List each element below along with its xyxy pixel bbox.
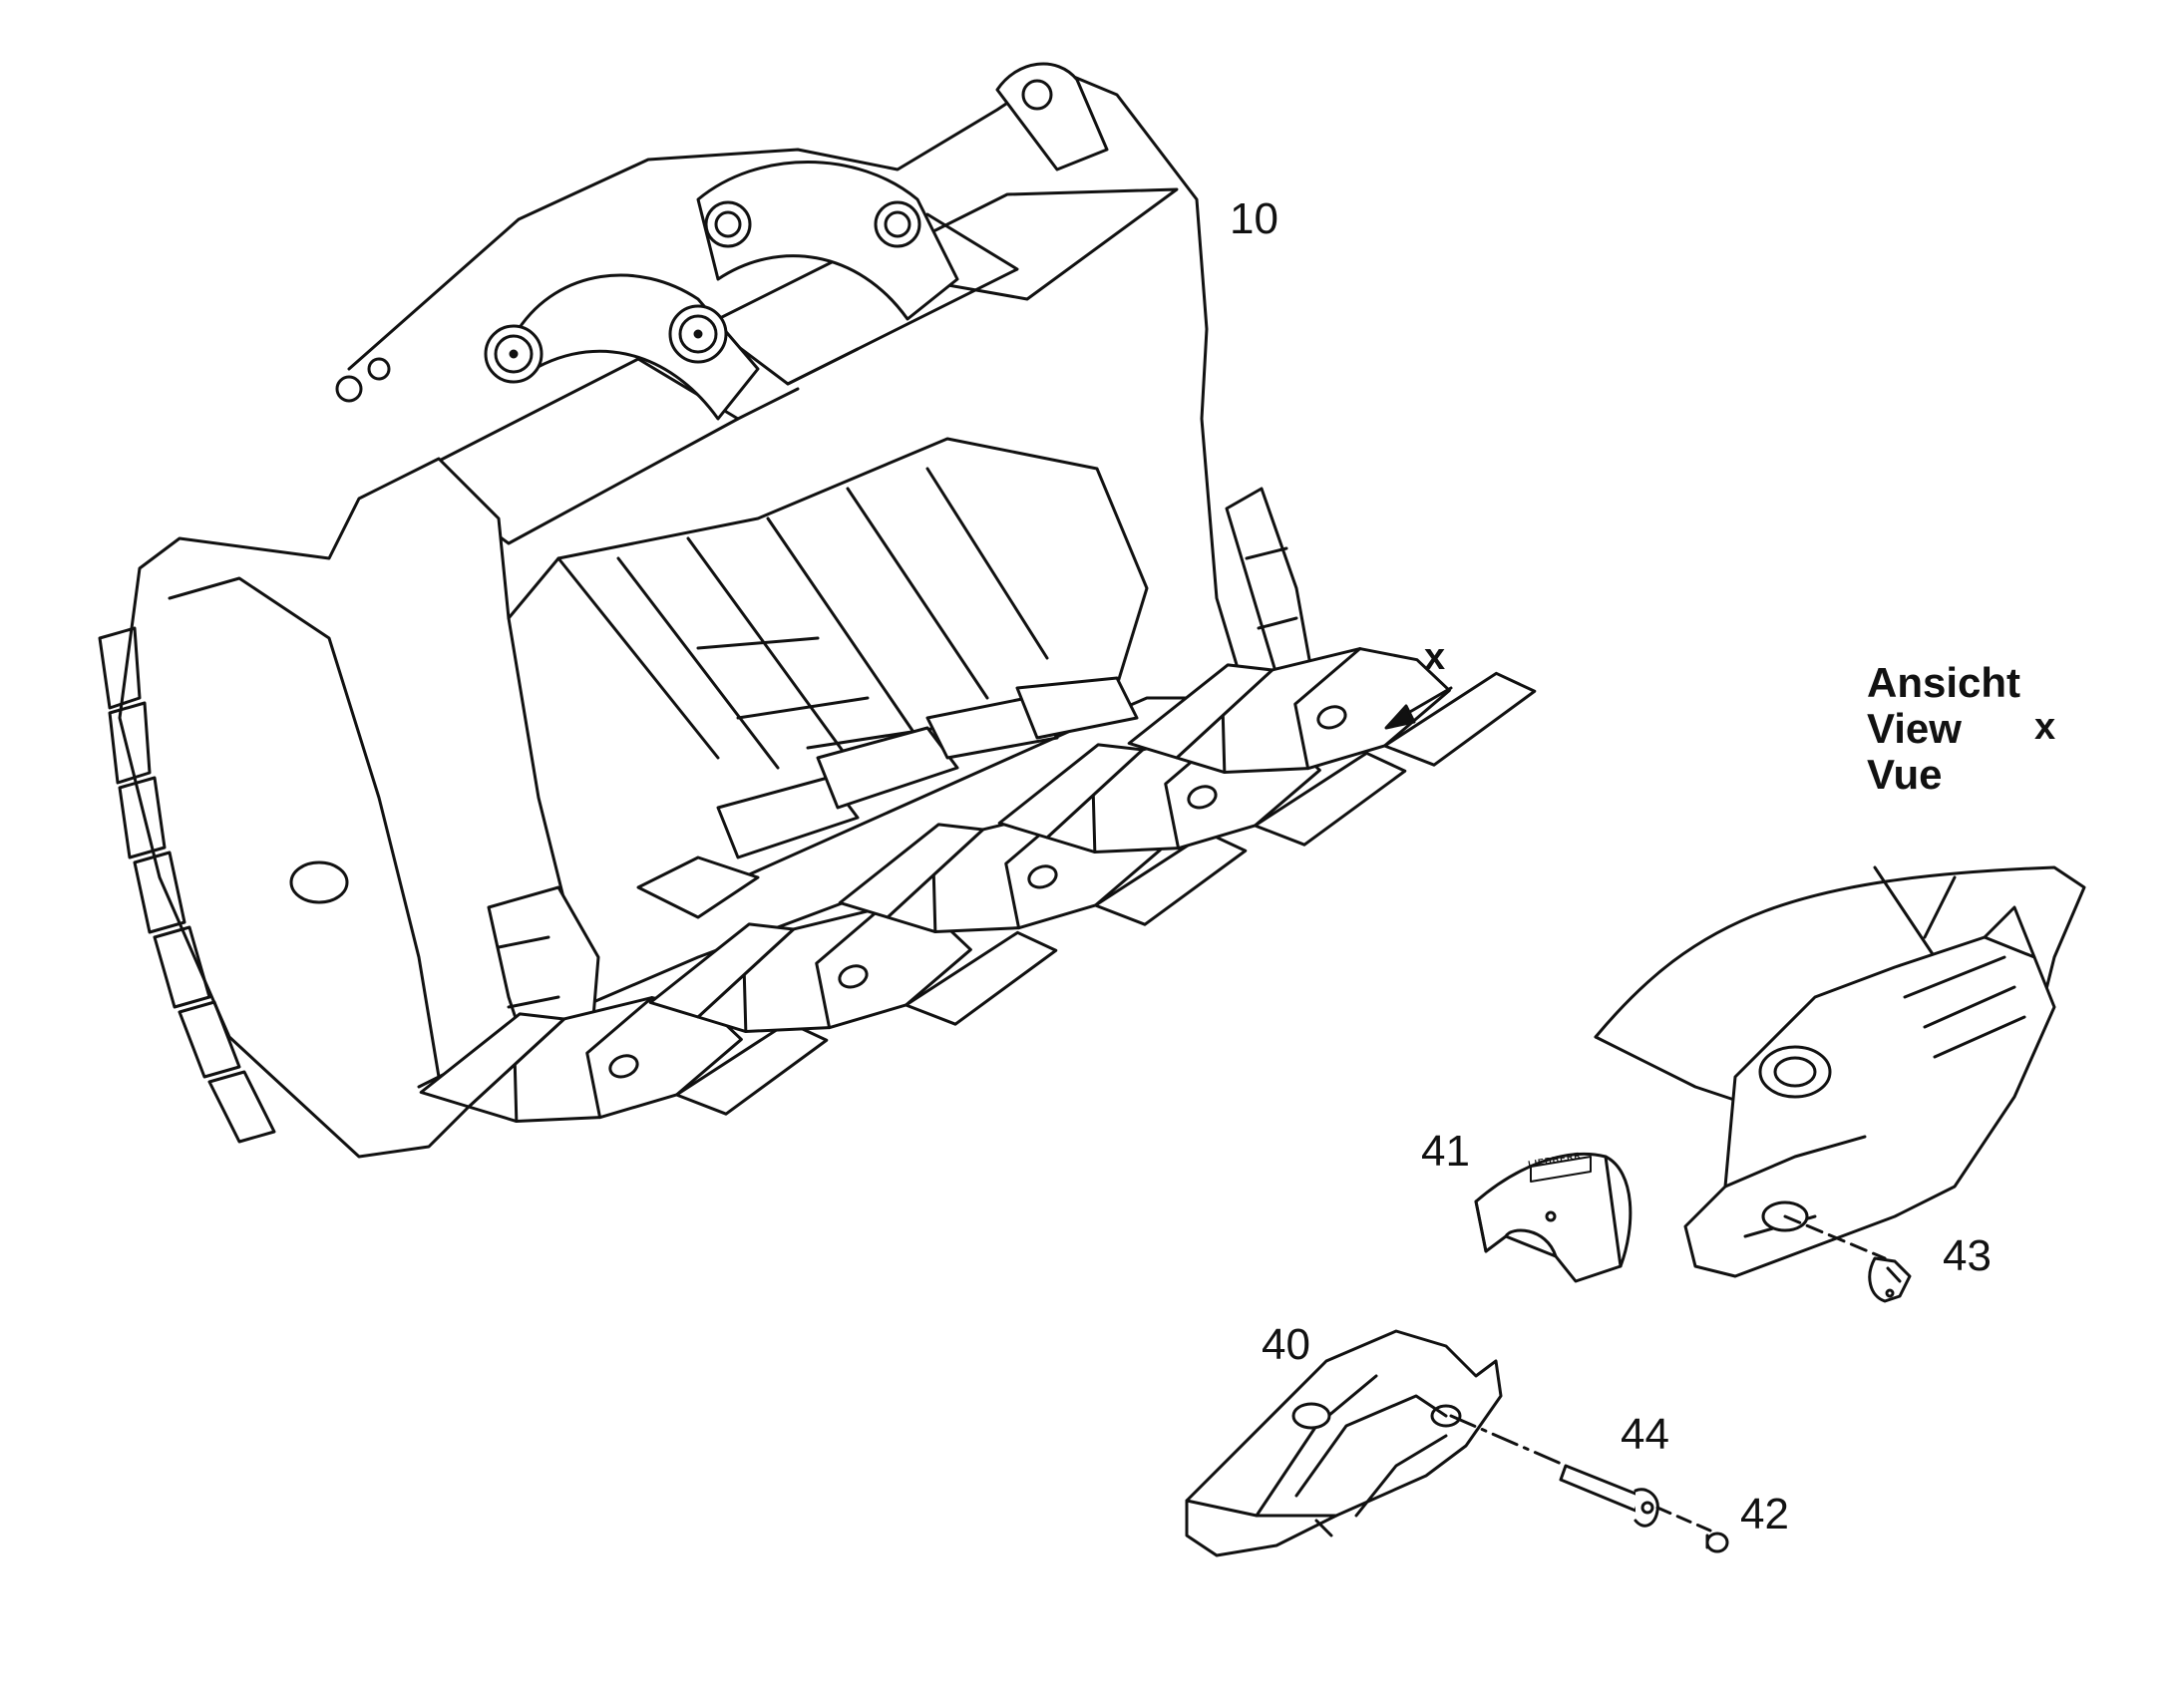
tooth-5 <box>1127 647 1537 775</box>
label-part-42: 42 <box>1740 1490 1789 1538</box>
view-caption: Ansicht View Vue <box>1867 660 2020 798</box>
assembly-centerline <box>1449 1414 1568 1468</box>
cover-part-41 <box>1474 1152 1633 1283</box>
label-part-41: 41 <box>1421 1127 1470 1176</box>
view-x-adapter-detail <box>1594 865 2086 1278</box>
pin-part-44 <box>1559 1464 1659 1528</box>
tooth-2 <box>648 906 1058 1034</box>
tooth-tip-part-40 <box>1185 1329 1503 1557</box>
bucket-teeth-row <box>419 647 1537 1124</box>
view-caption-en: View <box>1867 705 1962 752</box>
view-caption-de: Ansicht <box>1867 659 2021 706</box>
view-caption-fr: Vue <box>1867 751 1943 798</box>
label-part-10: 10 <box>1230 194 1278 243</box>
cap-part-42 <box>1705 1532 1729 1553</box>
label-part-40: 40 <box>1262 1320 1310 1369</box>
view-direction-arrow <box>1384 686 1453 730</box>
pin-cap-centerline <box>1655 1506 1712 1533</box>
label-part-43: 43 <box>1943 1231 1992 1280</box>
view-caption-marker-x: x <box>2034 706 2056 748</box>
view-marker-x: x <box>1424 636 1446 678</box>
retainer-part-43 <box>1868 1256 1912 1303</box>
tooth-1 <box>419 996 829 1124</box>
label-part-44: 44 <box>1621 1410 1669 1459</box>
